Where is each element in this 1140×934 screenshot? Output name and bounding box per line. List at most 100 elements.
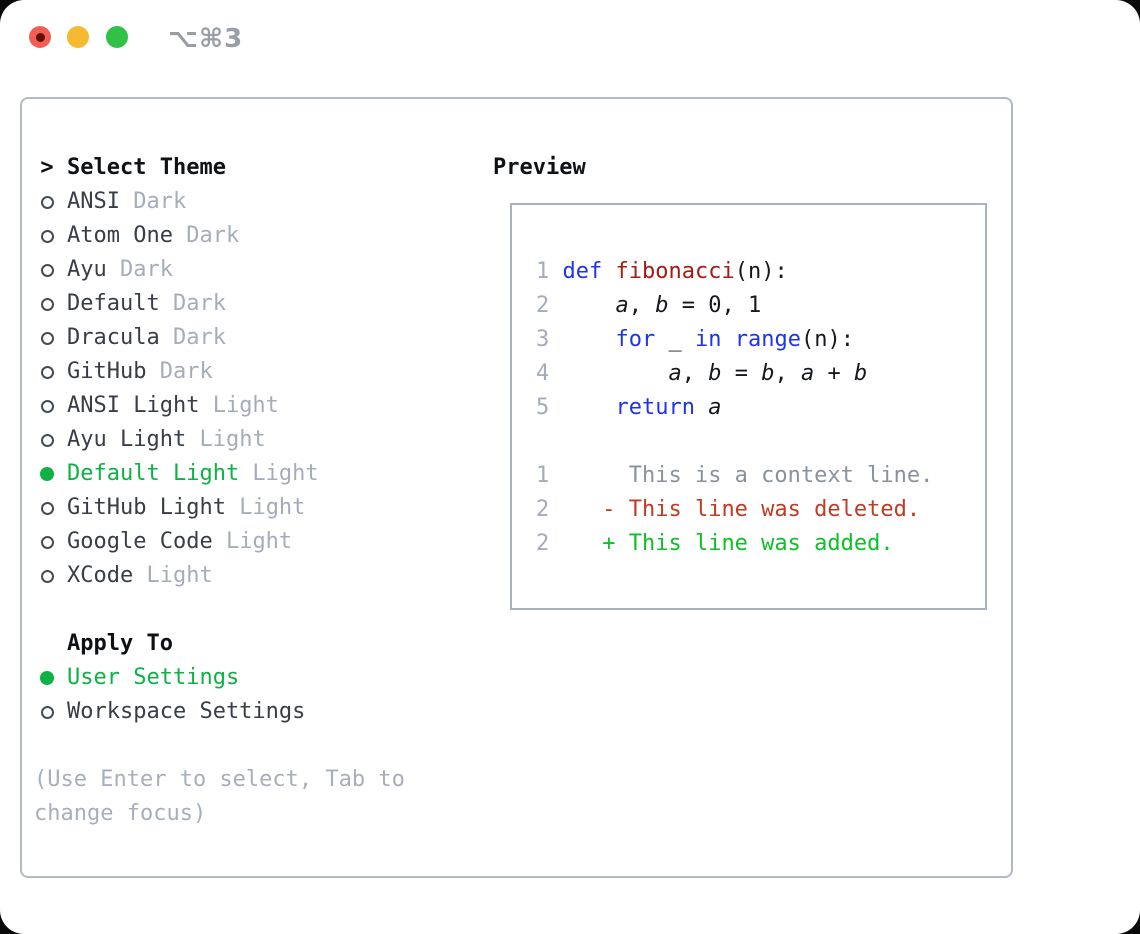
radio-icon (40, 195, 54, 209)
theme-option[interactable]: XCode Light (34, 559, 464, 593)
apply-to-option[interactable]: User Settings (34, 661, 464, 695)
diff-line: 2 - This line was deleted. (536, 493, 985, 527)
code-token (721, 327, 734, 352)
code-token: _ (655, 327, 695, 352)
theme-option[interactable]: Ayu Dark (34, 253, 464, 287)
blank-line (536, 425, 985, 459)
diff-text: - This line was deleted. (602, 497, 921, 522)
line-number: 1 (536, 463, 603, 488)
cursor-icon: > (40, 155, 54, 180)
minimize-button[interactable] (67, 26, 89, 48)
line-number: 2 (536, 293, 563, 318)
theme-option[interactable]: Default Dark (34, 287, 464, 321)
theme-variant-tag: Dark (119, 189, 187, 214)
radio-cell (34, 297, 60, 311)
radio-icon (40, 535, 54, 549)
code-token: fibonacci (615, 259, 735, 284)
theme-option[interactable]: Google Code Light (34, 525, 464, 559)
theme-name: XCode (67, 563, 134, 588)
theme-option[interactable]: Default Light Light (34, 457, 464, 491)
code-token: , (628, 293, 656, 318)
code-token: a (668, 361, 682, 386)
code-token: b (761, 361, 775, 386)
apply-to-label: User Settings (67, 665, 240, 690)
theme-option[interactable]: Ayu Light Light (34, 423, 464, 457)
theme-name: Ayu Light (67, 427, 187, 452)
code-line: 1 def fibonacci(n): (536, 255, 985, 289)
radio-icon (40, 501, 54, 515)
apply-to-header: Apply To (34, 627, 464, 661)
theme-name: ANSI (67, 189, 120, 214)
code-token: b (853, 361, 868, 386)
diff-text: + This line was added. (602, 531, 894, 556)
zoom-button[interactable] (106, 26, 128, 48)
code-token: b (655, 293, 669, 318)
theme-variant-tag: Light (186, 427, 266, 452)
radio-cell (34, 331, 60, 345)
radio-cell (34, 705, 60, 719)
code-token: b (708, 361, 722, 386)
code-token (602, 259, 615, 284)
titlebar: ⌥⌘3 (0, 0, 1140, 72)
theme-option[interactable]: GitHub Light Light (34, 491, 464, 525)
apply-to-option[interactable]: Workspace Settings (34, 695, 464, 729)
theme-variant-tag: Light (212, 529, 293, 554)
code-token (563, 395, 616, 420)
theme-variant-tag: Dark (146, 359, 213, 384)
radio-cell (34, 569, 60, 583)
diff-preview: 1 This is a context line.2 - This line w… (536, 459, 985, 561)
radio-cell (34, 467, 60, 481)
code-token: range (734, 327, 801, 352)
code-token (695, 395, 708, 420)
close-button[interactable] (29, 26, 51, 48)
code-token: return (615, 395, 695, 420)
code-line: 2 a, b = 0, 1 (536, 289, 985, 323)
code-token: = (721, 361, 762, 386)
radio-icon (40, 331, 54, 345)
radio-icon (40, 263, 54, 277)
theme-option[interactable]: Dracula Dark (34, 321, 464, 355)
radio-cell (34, 535, 60, 549)
theme-list-header: > Select Theme (34, 151, 464, 185)
line-number: 2 (536, 497, 603, 522)
window-shortcut-label: ⌥⌘3 (168, 24, 244, 54)
code-token (563, 293, 616, 318)
line-number: 3 (536, 327, 563, 352)
radio-cell (34, 195, 60, 209)
theme-list-title: Select Theme (67, 155, 226, 180)
help-text: (Use Enter to select, Tab to change focu… (34, 767, 405, 826)
theme-option[interactable]: ANSI Light Light (34, 389, 464, 423)
radio-selected-icon (40, 671, 54, 685)
radio-icon (40, 705, 54, 719)
radio-icon (40, 229, 54, 243)
line-number: 1 (536, 259, 563, 284)
theme-variant-tag: Dark (159, 291, 226, 316)
code-line: 5 return a (536, 391, 985, 425)
code-token: a (800, 361, 815, 386)
radio-icon (40, 365, 54, 379)
code-token: a (708, 395, 722, 420)
spacer (34, 729, 464, 763)
code-token: , (774, 361, 801, 386)
close-dot-icon (35, 32, 45, 42)
theme-variant-tag: Light (133, 563, 213, 588)
theme-name: Default Light (67, 461, 240, 486)
apply-to-title: Apply To (67, 631, 173, 656)
theme-option[interactable]: ANSI Dark (34, 185, 464, 219)
code-token: in (694, 327, 722, 352)
theme-name: Dracula (67, 325, 160, 350)
spacer (34, 593, 464, 627)
theme-name: Google Code (67, 529, 213, 554)
radio-icon (40, 297, 54, 311)
theme-option[interactable]: GitHub Dark (34, 355, 464, 389)
code-token: = 0, 1 (668, 293, 762, 318)
code-token: (n): (734, 259, 788, 284)
code-token: + (814, 361, 854, 386)
radio-cell (34, 501, 60, 515)
theme-name: Ayu (67, 257, 107, 282)
theme-option[interactable]: Atom One Dark (34, 219, 464, 253)
code-token: (n): (800, 327, 854, 352)
theme-variant-tag: Light (225, 495, 306, 520)
